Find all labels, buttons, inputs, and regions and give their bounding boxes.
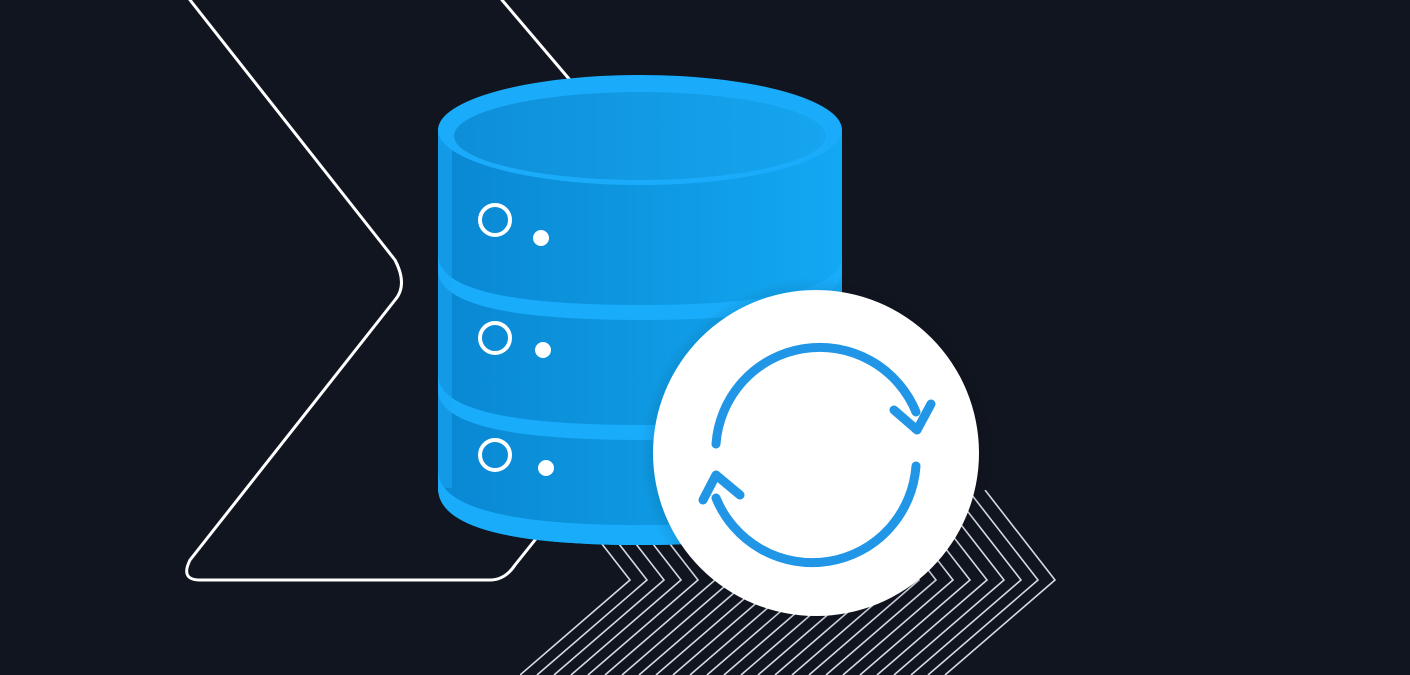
sync-icon — [698, 342, 936, 568]
sync-badge — [640, 277, 996, 633]
hatch-line — [927, 490, 1040, 675]
hatch-line — [944, 490, 1057, 675]
database-indicators — [478, 203, 512, 472]
chevron-outline-icon — [185, 0, 577, 582]
